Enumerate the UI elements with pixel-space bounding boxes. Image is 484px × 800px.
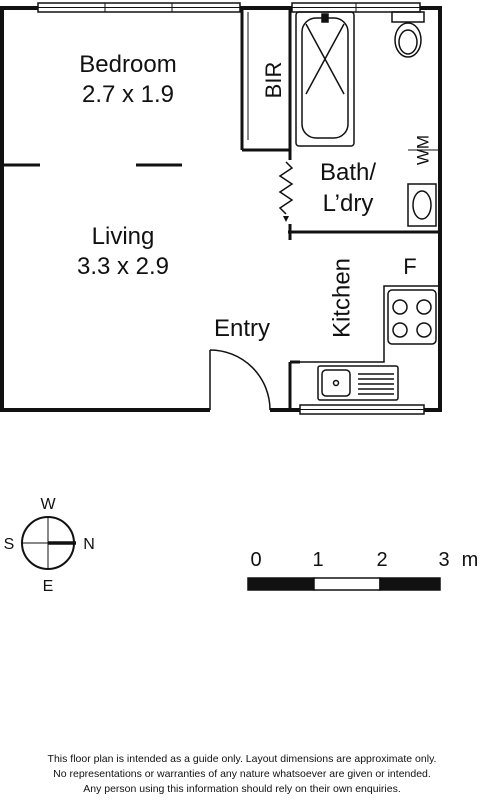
scale-tick-2: 2 (376, 549, 387, 571)
disclaimer-line-3: Any person using this information should… (83, 783, 401, 795)
scale-unit: m (462, 549, 479, 571)
bath-label-line1: Bath/ (320, 159, 376, 186)
bath-door-symbol (278, 161, 294, 215)
fridge-label: F (403, 254, 416, 279)
scale-bar: 0 1 2 3 m (247, 549, 479, 591)
window-bedroom (37, 2, 241, 13)
cooktop (387, 289, 437, 345)
living-label: Living (92, 223, 155, 250)
bedroom-dims: 2.7 x 1.9 (82, 81, 174, 108)
living-dims: 3.3 x 2.9 (77, 253, 169, 280)
outer-walls (0, 6, 442, 412)
window-kitchen (299, 404, 425, 415)
internal-walls (240, 8, 440, 410)
toilet (391, 11, 425, 58)
window-bath (291, 2, 421, 13)
kitchen-label: Kitchen (328, 258, 355, 338)
entry-door (209, 349, 271, 411)
bir-label: BIR (261, 62, 286, 99)
compass-west: W (40, 496, 56, 513)
laundry-trough (407, 183, 437, 227)
kitchen-sink (317, 365, 399, 401)
compass-south: S (4, 536, 15, 553)
scale-tick-0: 0 (250, 549, 261, 571)
wm-label: WM (413, 135, 432, 165)
bath-label-line2: L’dry (323, 190, 374, 217)
kitchen-bench (300, 285, 440, 363)
entry-label: Entry (214, 315, 270, 342)
compass: W S N E (4, 496, 95, 595)
compass-east: E (43, 578, 54, 595)
disclaimer-line-1: This floor plan is intended as a guide o… (47, 753, 437, 765)
bathtub (295, 11, 355, 147)
bedroom-label: Bedroom (79, 51, 176, 78)
compass-north: N (83, 536, 95, 553)
disclaimer: This floor plan is intended as a guide o… (0, 752, 484, 797)
bath-door-arrow (283, 216, 289, 222)
scale-tick-3: 3 (438, 549, 449, 571)
disclaimer-line-2: No representations or warranties of any … (53, 768, 431, 780)
scale-tick-1: 1 (312, 549, 323, 571)
